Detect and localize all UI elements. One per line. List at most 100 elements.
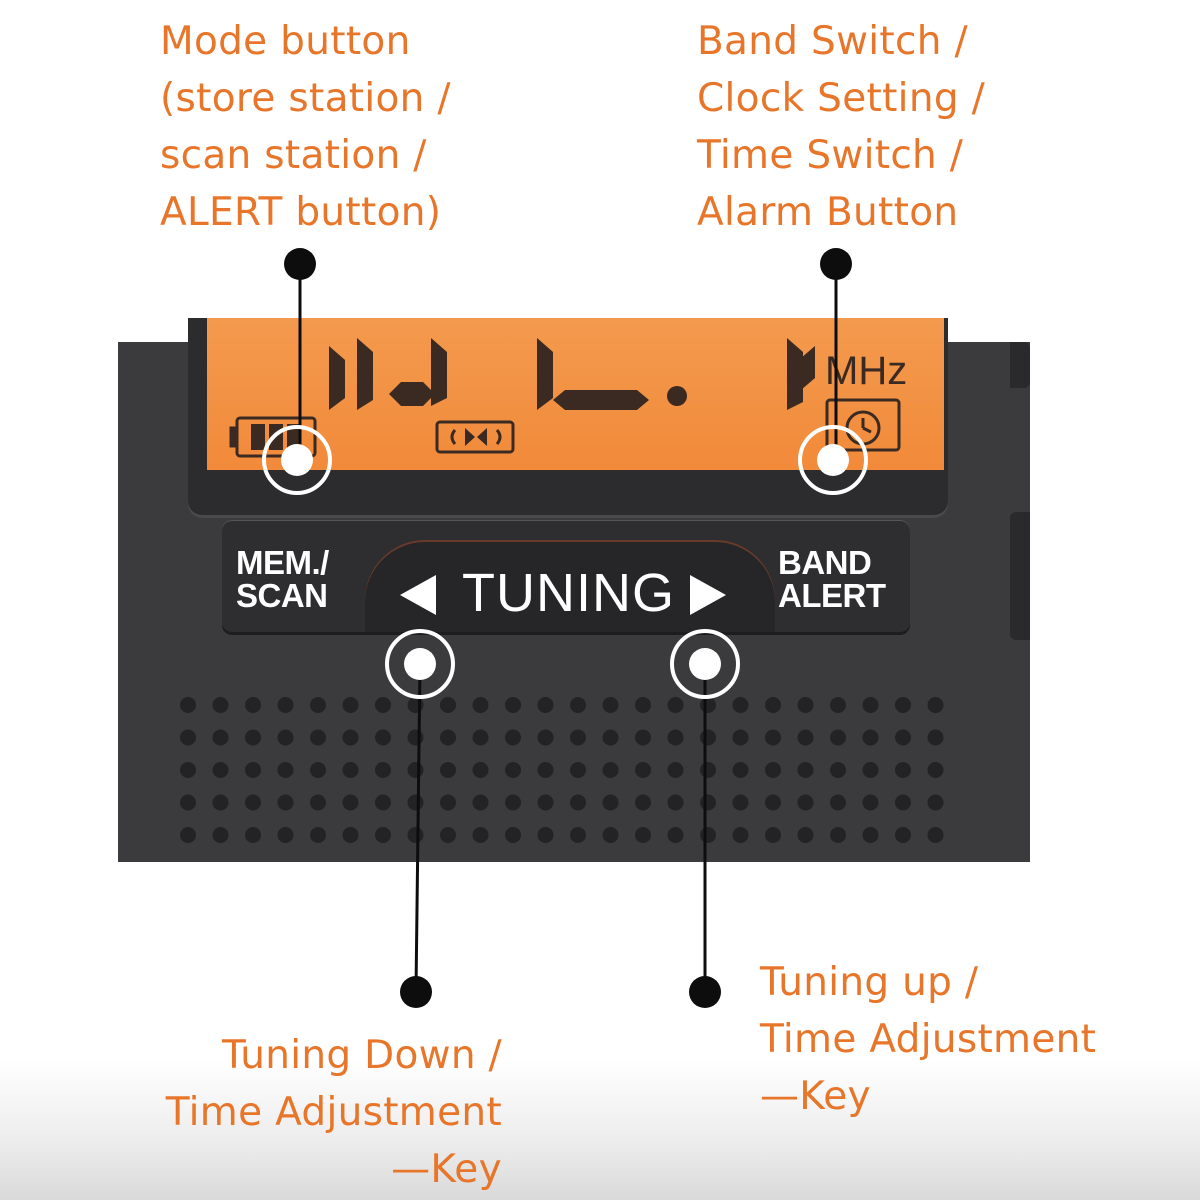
- grille-hole: [375, 697, 391, 713]
- grille-hole: [862, 697, 879, 713]
- speaker-grille: [180, 697, 944, 843]
- button-label: MEM./: [236, 544, 329, 581]
- grille-hole: [635, 794, 651, 811]
- grille-hole: [700, 827, 716, 843]
- grille-hole: [310, 729, 326, 746]
- tuning-down-arrow-icon[interactable]: [400, 575, 436, 615]
- grille-hole: [180, 827, 196, 843]
- grille-hole: [277, 794, 294, 811]
- leader-dot-mode: [284, 248, 316, 280]
- grille-hole: [537, 697, 554, 713]
- band-alert-button[interactable]: BAND ALERT: [778, 546, 886, 612]
- button-label: ALERT: [778, 577, 886, 614]
- grille-hole: [830, 827, 846, 843]
- leader-dot-band: [820, 248, 852, 280]
- callout-line: —Key: [391, 1147, 502, 1192]
- grille-hole: [635, 762, 651, 778]
- callout-line: —Key: [760, 1074, 871, 1119]
- grille-hole: [570, 729, 586, 746]
- grille-hole: [472, 729, 489, 746]
- grille-hole: [895, 697, 911, 713]
- grille-hole: [212, 794, 229, 811]
- grille-hole: [732, 762, 749, 778]
- grille-hole: [862, 794, 879, 811]
- callout-line: Time Adjustment: [165, 1090, 502, 1135]
- grille-hole: [570, 794, 586, 811]
- leader-line-tuning-down: [414, 663, 422, 991]
- callout-line: scan station /: [160, 133, 427, 178]
- grille-hole: [212, 729, 229, 746]
- grille-hole: [310, 794, 326, 811]
- lcd-segments: MHz: [229, 338, 907, 458]
- grille-hole: [212, 762, 229, 778]
- grille-hole: [602, 794, 619, 811]
- grille-hole: [245, 794, 261, 811]
- tuning-label: TUNING: [462, 563, 675, 623]
- grille-hole: [635, 729, 651, 746]
- segment-digit-partial: [801, 346, 815, 390]
- grille-hole: [505, 762, 521, 778]
- grille-hole: [895, 827, 911, 843]
- grille-hole: [797, 697, 814, 713]
- grille-hole: [505, 697, 521, 713]
- grille-hole: [602, 762, 619, 778]
- callout-line: Time Adjustment: [760, 1017, 1097, 1062]
- grille-hole: [797, 794, 814, 811]
- grille-hole: [342, 697, 359, 713]
- callout-line: Mode button: [160, 19, 411, 64]
- target-ring-band: [798, 425, 868, 495]
- grille-hole: [667, 762, 684, 778]
- grille-hole: [212, 827, 229, 843]
- target-rings: [262, 425, 868, 699]
- tuning-up-arrow-icon[interactable]: [690, 575, 726, 615]
- grille-hole: [862, 762, 879, 778]
- grille-hole: [342, 762, 359, 778]
- grille-hole: [797, 762, 814, 778]
- grille-hole: [472, 762, 489, 778]
- grille-hole: [440, 827, 456, 843]
- background-fade: [0, 1060, 1200, 1200]
- grille-hole: [375, 729, 391, 746]
- grille-hole: [700, 794, 716, 811]
- grille-hole: [342, 827, 359, 843]
- callout-line: ALERT button): [160, 190, 442, 235]
- grille-hole: [700, 697, 716, 713]
- grille-hole: [342, 794, 359, 811]
- mem-scan-button[interactable]: MEM./ SCAN: [236, 546, 329, 612]
- grille-hole: [602, 729, 619, 746]
- grille-hole: [407, 762, 424, 778]
- segment-digits: [329, 338, 803, 410]
- grille-hole: [797, 729, 814, 746]
- grille-hole: [472, 697, 489, 713]
- grille-hole: [180, 729, 196, 746]
- side-button: [1010, 342, 1030, 388]
- grille-hole: [375, 827, 391, 843]
- grille-hole: [180, 697, 196, 713]
- leader-dot-tuning-up: [689, 976, 721, 1008]
- leader-lines: [298, 264, 838, 991]
- grille-hole: [732, 794, 749, 811]
- grille-hole: [927, 762, 944, 778]
- grille-hole: [407, 697, 424, 713]
- target-ring-mode: [262, 425, 332, 495]
- grille-hole: [927, 729, 944, 746]
- grille-hole: [765, 794, 781, 811]
- grille-hole: [245, 729, 261, 746]
- callout-tuning-up: Tuning up / Time Adjustment —Key: [760, 954, 1096, 1125]
- grille-hole: [602, 697, 619, 713]
- grille-hole: [830, 729, 846, 746]
- grille-hole: [277, 762, 294, 778]
- grille-hole: [440, 729, 456, 746]
- grille-hole: [245, 827, 261, 843]
- grille-hole: [927, 794, 944, 811]
- grille-hole: [505, 794, 521, 811]
- callout-mode-button: Mode button (store station / scan statio…: [160, 13, 451, 241]
- grille-hole: [407, 794, 424, 811]
- leader-dot-tuning-down: [400, 976, 432, 1008]
- grille-hole: [180, 762, 196, 778]
- grille-hole: [375, 794, 391, 811]
- grille-hole: [505, 729, 521, 746]
- grille-hole: [927, 697, 944, 713]
- grille-hole: [895, 794, 911, 811]
- grille-hole: [342, 729, 359, 746]
